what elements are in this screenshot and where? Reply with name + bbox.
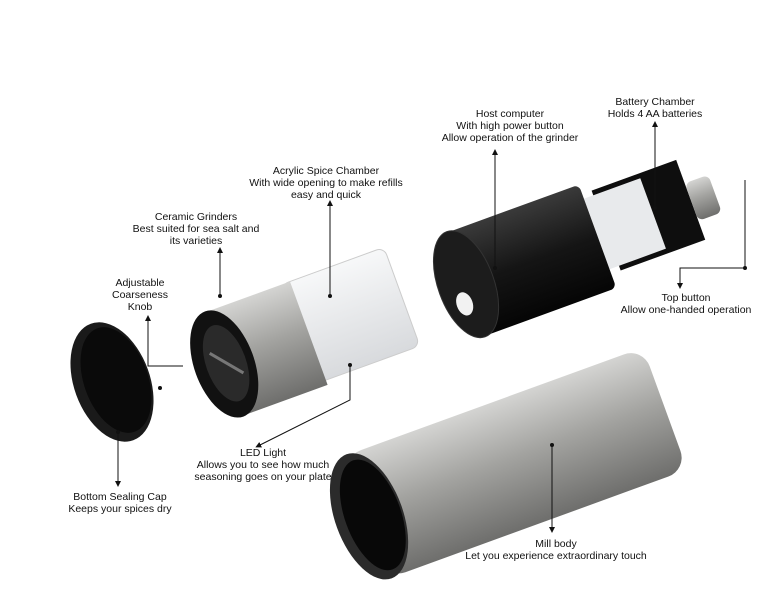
bottom-sealing-cap	[70, 322, 154, 442]
mill-body	[329, 353, 682, 580]
grinder-assembly	[190, 249, 419, 418]
leader-dots	[116, 206, 747, 447]
host-computer-unit	[432, 159, 721, 339]
leader-lines	[115, 121, 746, 533]
